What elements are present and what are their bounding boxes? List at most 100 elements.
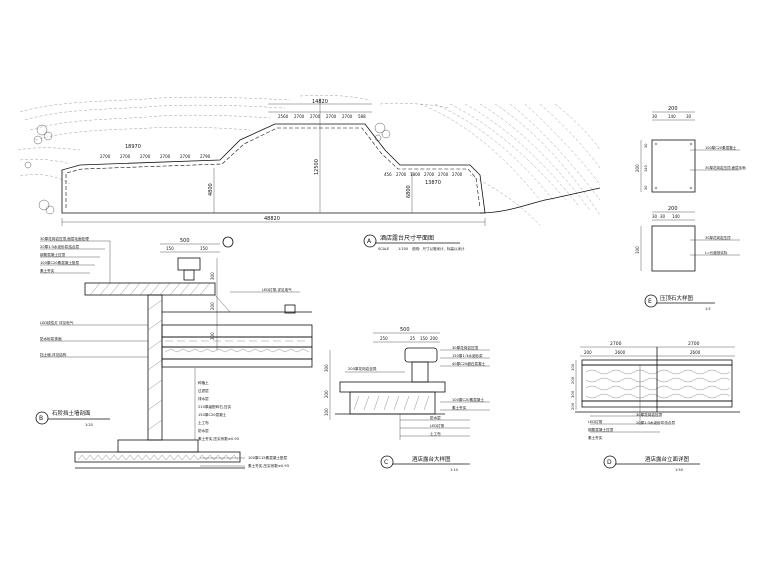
- detail-d-label-2: LED灯带: [588, 419, 603, 424]
- detail-b-gravel-pattern: [164, 340, 310, 353]
- detail-b-label-left-6: 防水砂浆抹面: [40, 336, 62, 341]
- detail-d-label-4: 素土夯实: [588, 435, 603, 440]
- plan-dim-top-0: 14820: [312, 99, 328, 105]
- detail-c-dim-3: 150: [420, 336, 428, 341]
- shrubs-right: [374, 122, 391, 142]
- contour-lines-right: [419, 103, 601, 226]
- plan-scale-word: SCALE: [378, 247, 389, 251]
- detail-e-top-dim-1: 30: [652, 114, 658, 119]
- detail-c-side-dim-1: 200: [324, 390, 329, 398]
- detail-b-label-right-2: 过滤层: [198, 388, 209, 393]
- plan-dim-left-2: 2700: [120, 154, 131, 159]
- plan-dim-right-4: 2700: [438, 172, 449, 177]
- detail-e-plan-square: [651, 139, 696, 193]
- detail-e-side-dim-0: 200: [635, 164, 640, 172]
- plan-note: 说明：尺寸以毫米计，标高以米计: [412, 246, 465, 251]
- detail-b-label-right-6: 土工布: [198, 420, 209, 425]
- detail-e-top-dim-2: 140: [668, 114, 676, 119]
- plan-view-a: 14820 2560 2700 2700 2700 2700 588 18970…: [17, 95, 601, 251]
- plan-dim-top-6: 588: [358, 114, 366, 119]
- detail-c-side-dim-2: 100: [324, 408, 329, 416]
- detail-c-label-6: LED灯带: [430, 423, 445, 428]
- detail-d-side-dim-3: 200: [570, 402, 575, 410]
- detail-c-dim-0: 500: [400, 327, 410, 333]
- detail-c-label-0: 30厚花岗岩压顶: [452, 345, 479, 350]
- detail-b-label-left-0: 30厚花岗岩压顶,面层毛面处理: [40, 236, 89, 241]
- detail-b-title: 石阶挡土墙剖面: [52, 409, 91, 417]
- detail-b-bottom-label-1: 素土夯实,压实系数≥0.93: [248, 463, 289, 468]
- detail-e-side-dim-3: 30: [644, 186, 648, 190]
- plan-dim-left-4: 2700: [160, 154, 171, 159]
- detail-b-label-left-2: 钢筋混凝土压顶: [40, 252, 66, 257]
- detail-b-label-left-3: 100厚C20素混凝土垫层: [40, 260, 80, 265]
- plan-dim-right-0: 456: [384, 172, 392, 177]
- detail-e-elev-label-1: L=长度按实际: [705, 250, 728, 255]
- plan-dim-top-1: 2560: [278, 114, 289, 119]
- plan-dim-bottom: 48820: [264, 216, 280, 222]
- detail-d-side-dim-2: 300: [570, 390, 575, 398]
- detail-b-retaining-wall: 500 150 150 300 200 300: [35, 236, 313, 469]
- detail-b-title-bubble: [35, 411, 49, 425]
- detail-b-bottom-label-0: 100厚C15素混凝土垫层: [248, 455, 288, 460]
- detail-c-label-7: 土工布: [430, 431, 441, 436]
- detail-e-top-dim-3: 30: [686, 114, 692, 119]
- detail-b-footing: [117, 439, 199, 453]
- detail-c-label-2: 40厚C20细石混凝土: [452, 361, 486, 366]
- detail-c-title-bubble: [380, 455, 394, 469]
- detail-d-dim-2: 200: [584, 350, 592, 355]
- detail-b-label-right-3: 排水层: [198, 396, 209, 401]
- plan-dim-top-4: 2700: [326, 114, 337, 119]
- detail-d-stone-pattern: [585, 369, 731, 399]
- plan-dim-top-3: 2700: [310, 114, 321, 119]
- detail-b-scale: 1:20: [85, 423, 93, 427]
- plan-title-number: A: [367, 238, 372, 245]
- detail-e-elev-dim-3: 140: [672, 214, 680, 219]
- plan-dim-top-2: 2700: [294, 114, 305, 119]
- detail-c-side-dim-0: 300: [324, 364, 329, 372]
- plan-dim-right-2: 1800: [410, 172, 421, 177]
- plan-scale: 1:200: [398, 247, 408, 251]
- detail-e-scale: 1:5: [705, 307, 711, 311]
- detail-e-title: 压顶石大样图: [660, 294, 694, 302]
- detail-d-label-3: 钢筋混凝土压顶: [588, 427, 614, 432]
- detail-e-elev-dim-1: 30: [652, 214, 658, 219]
- detail-d-title-bubble: [603, 455, 617, 469]
- terrace-outline: [61, 123, 486, 214]
- detail-b-dim-2: 150: [200, 246, 208, 251]
- plan-dim-right-5: 2700: [452, 172, 463, 177]
- detail-b-dim-0: 500: [180, 238, 190, 244]
- shrubs-left: [24, 124, 55, 215]
- detail-b-side-dim-0: 300: [210, 272, 215, 280]
- detail-e-elev-dim-0: 200: [668, 206, 678, 212]
- plan-dim-vertical-1: 12500: [314, 159, 320, 175]
- detail-b-label-left-7: 挡土墙,详见结构: [40, 352, 67, 357]
- detail-c-dim-1: 250: [380, 336, 388, 341]
- plan-dim-right-3: 2700: [424, 172, 435, 177]
- detail-b-side-dim-2: 300: [210, 332, 215, 340]
- detail-d-dim-1: 2700: [688, 341, 700, 347]
- detail-c-bench: [404, 347, 438, 363]
- plan-dim-left-5: 2700: [180, 154, 191, 159]
- detail-d-label-1: 20厚1:3水泥砂浆结合层: [636, 420, 676, 425]
- plan-dim-left-3: 2700: [140, 154, 151, 159]
- detail-e-top-dim-0: 200: [668, 106, 678, 112]
- plan-title-bubble: [363, 234, 377, 248]
- plan-dim-vertical-0: 4800: [208, 183, 214, 196]
- detail-b-wall-hatch: [147, 299, 163, 431]
- detail-b-wall: [147, 294, 163, 441]
- detail-d-dim-4: 2600: [690, 350, 701, 355]
- detail-d-number: D: [607, 459, 612, 466]
- detail-e-elev-label-0: 30厚花岗岩压顶: [705, 235, 731, 240]
- detail-b-dim-1: 150: [166, 246, 174, 251]
- detail-e-side-dim-2: 140: [644, 165, 648, 172]
- detail-e-elev-dim-4: 100: [635, 246, 640, 254]
- detail-b-side-dim-1: 200: [210, 302, 215, 310]
- detail-b-coping: [177, 257, 201, 271]
- detail-b-labels-left: [40, 240, 148, 358]
- detail-e-number: E: [648, 298, 652, 305]
- detail-b-label-left-1: 20厚1:3水泥砂浆结合层: [40, 244, 80, 249]
- detail-d-dim-0: 2700: [610, 341, 622, 347]
- detail-d-title: 酒店露台立面详图: [645, 455, 690, 463]
- detail-e-label-mid: 30厚花岗岩压顶,面层毛面: [705, 165, 746, 170]
- detail-d-scale: 1:50: [675, 468, 683, 472]
